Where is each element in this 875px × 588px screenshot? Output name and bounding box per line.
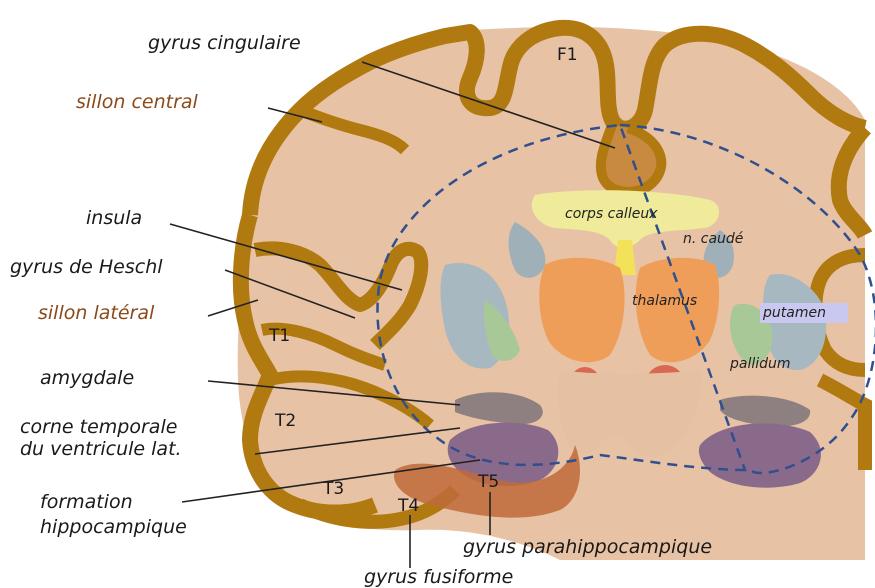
label-putamen: putamen bbox=[763, 306, 826, 320]
label-gyrus-fusiforme: gyrus fusiforme bbox=[364, 568, 513, 587]
label-pallidum: pallidum bbox=[730, 357, 791, 371]
gyrus-label-T1: T1 bbox=[269, 328, 290, 345]
label-n-caude: n. caudé bbox=[683, 232, 743, 246]
gyrus-label-T5: T5 bbox=[478, 474, 499, 491]
label-amygdale: amygdale bbox=[40, 369, 134, 388]
label-corne-temporale-line1: corne temporale bbox=[20, 418, 177, 437]
gyrus-label-T4: T4 bbox=[398, 498, 419, 515]
label-gyrus-de-heschl: gyrus de Heschl bbox=[10, 258, 163, 277]
label-formation-line1: formation bbox=[40, 493, 133, 512]
label-formation-line2: hippocampique bbox=[40, 518, 187, 537]
gyrus-label-F1: F1 bbox=[557, 47, 578, 64]
label-sillon-central: sillon central bbox=[76, 93, 198, 112]
label-sillon-lateral: sillon latéral bbox=[38, 304, 154, 323]
gyrus-label-T2: T2 bbox=[275, 413, 296, 430]
label-insula: insula bbox=[86, 209, 142, 228]
label-corne-temporale-line2: du ventricule lat. bbox=[20, 440, 182, 459]
label-thalamus: thalamus bbox=[632, 294, 697, 308]
label-gyrus-cingulaire: gyrus cingulaire bbox=[148, 34, 301, 53]
label-corps-calleux: corps calleux bbox=[565, 207, 657, 221]
label-gyrus-parahippocampique: gyrus parahippocampique bbox=[463, 538, 712, 557]
gyrus-label-T3: T3 bbox=[323, 481, 344, 498]
